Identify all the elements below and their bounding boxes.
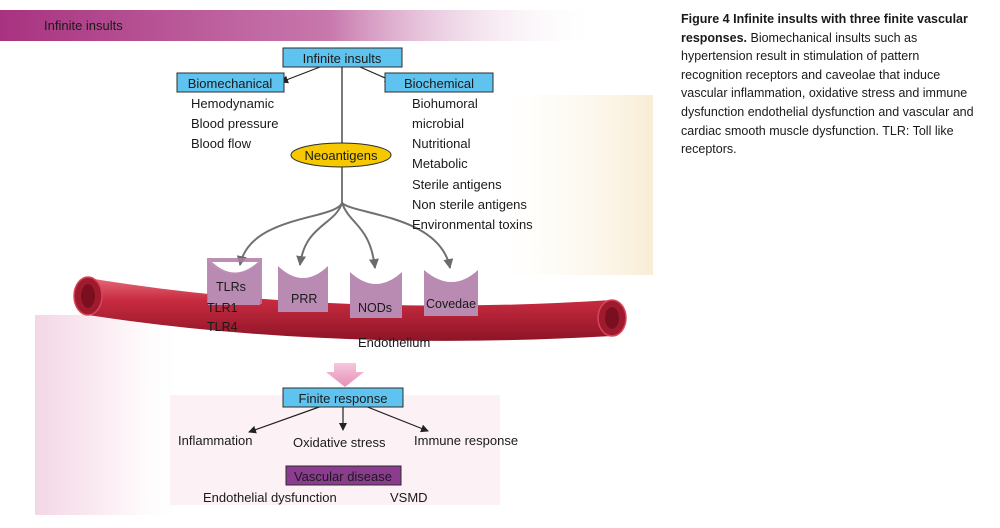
- label-tlr4: TLR4: [207, 320, 238, 334]
- pink-down-arrow: [326, 363, 364, 387]
- pink-blur: [170, 395, 500, 505]
- label-neoantigens: Neoantigens: [305, 148, 378, 163]
- biomechanical-item: Blood pressure: [191, 116, 278, 131]
- vessel-right-lumen: [605, 307, 619, 329]
- label-caveolae: Covedae: [426, 297, 476, 311]
- box-biomechanical: [176, 72, 285, 93]
- neoantigens-ellipse: [290, 142, 392, 168]
- label-infinite-insults: Infinite insults: [303, 51, 382, 66]
- pink-panel: [35, 315, 185, 515]
- label-immune-response: Immune response: [414, 433, 518, 448]
- receptor-tlrs-body: [208, 262, 260, 305]
- arrow-to-nods: [341, 202, 379, 269]
- box-infinite-insults: [282, 47, 403, 68]
- arrow-immune: [364, 405, 429, 433]
- arrow-inflammation: [248, 405, 323, 434]
- beige-panel: [500, 95, 653, 275]
- label-vsmd: VSMD: [390, 490, 428, 505]
- arrow-biomechanical: [280, 66, 321, 84]
- biochemical-item: microbial: [412, 116, 464, 131]
- label-prr: PRR: [291, 292, 317, 306]
- receptor-caveolae-body: [424, 270, 478, 316]
- biochemical-item: Non sterile antigens: [412, 197, 527, 212]
- caption-text: Biomechanical insults such as hypertensi…: [681, 30, 974, 157]
- biochemical-item: Sterile antigens: [412, 177, 502, 192]
- label-endothelium: Endothelium: [358, 335, 430, 350]
- biochemical-item: Nutritional: [412, 136, 471, 151]
- receptor-nods-body: [350, 272, 402, 318]
- label-nods: NODs: [358, 301, 392, 315]
- biochemical-item: Biohumoral: [412, 96, 478, 111]
- header-title: Infinite insults: [44, 18, 123, 33]
- arrow-to-caveolae: [341, 202, 454, 269]
- header-band: [0, 10, 600, 41]
- label-finite-response: Finite response: [299, 391, 388, 406]
- label-oxidative-stress: Oxidative stress: [293, 435, 386, 450]
- receptor-prr-body: [278, 266, 328, 312]
- vessel-left-lumen: [81, 284, 95, 308]
- biomechanical-item: Blood flow: [191, 136, 252, 151]
- arrow-to-prr: [296, 202, 343, 266]
- label-tlr1: TLR1: [207, 301, 238, 315]
- biochemical-item: Metabolic: [412, 156, 468, 171]
- arrow-to-tlrs: [236, 202, 343, 266]
- label-endothelial-dysfunction: Endothelial dysfunction: [203, 490, 337, 505]
- biomechanical-item: Hemodynamic: [191, 96, 275, 111]
- label-biomechanical: Biomechanical: [188, 76, 273, 91]
- box-vascular-disease: [285, 465, 402, 486]
- box-biochemical: [384, 72, 494, 93]
- label-tlrs: TLRs: [216, 280, 246, 294]
- biochemical-item: Environmental toxins: [412, 217, 533, 232]
- figure-caption: Figure 4 Infinite insults with three fin…: [681, 10, 981, 159]
- box-finite-response: [282, 387, 404, 408]
- label-vascular-disease: Vascular disease: [294, 469, 392, 484]
- caption-heading: Figure 4 Infinite insults with three fin…: [681, 12, 968, 45]
- label-inflammation: Inflammation: [178, 433, 252, 448]
- label-biochemical: Biochemical: [404, 76, 474, 91]
